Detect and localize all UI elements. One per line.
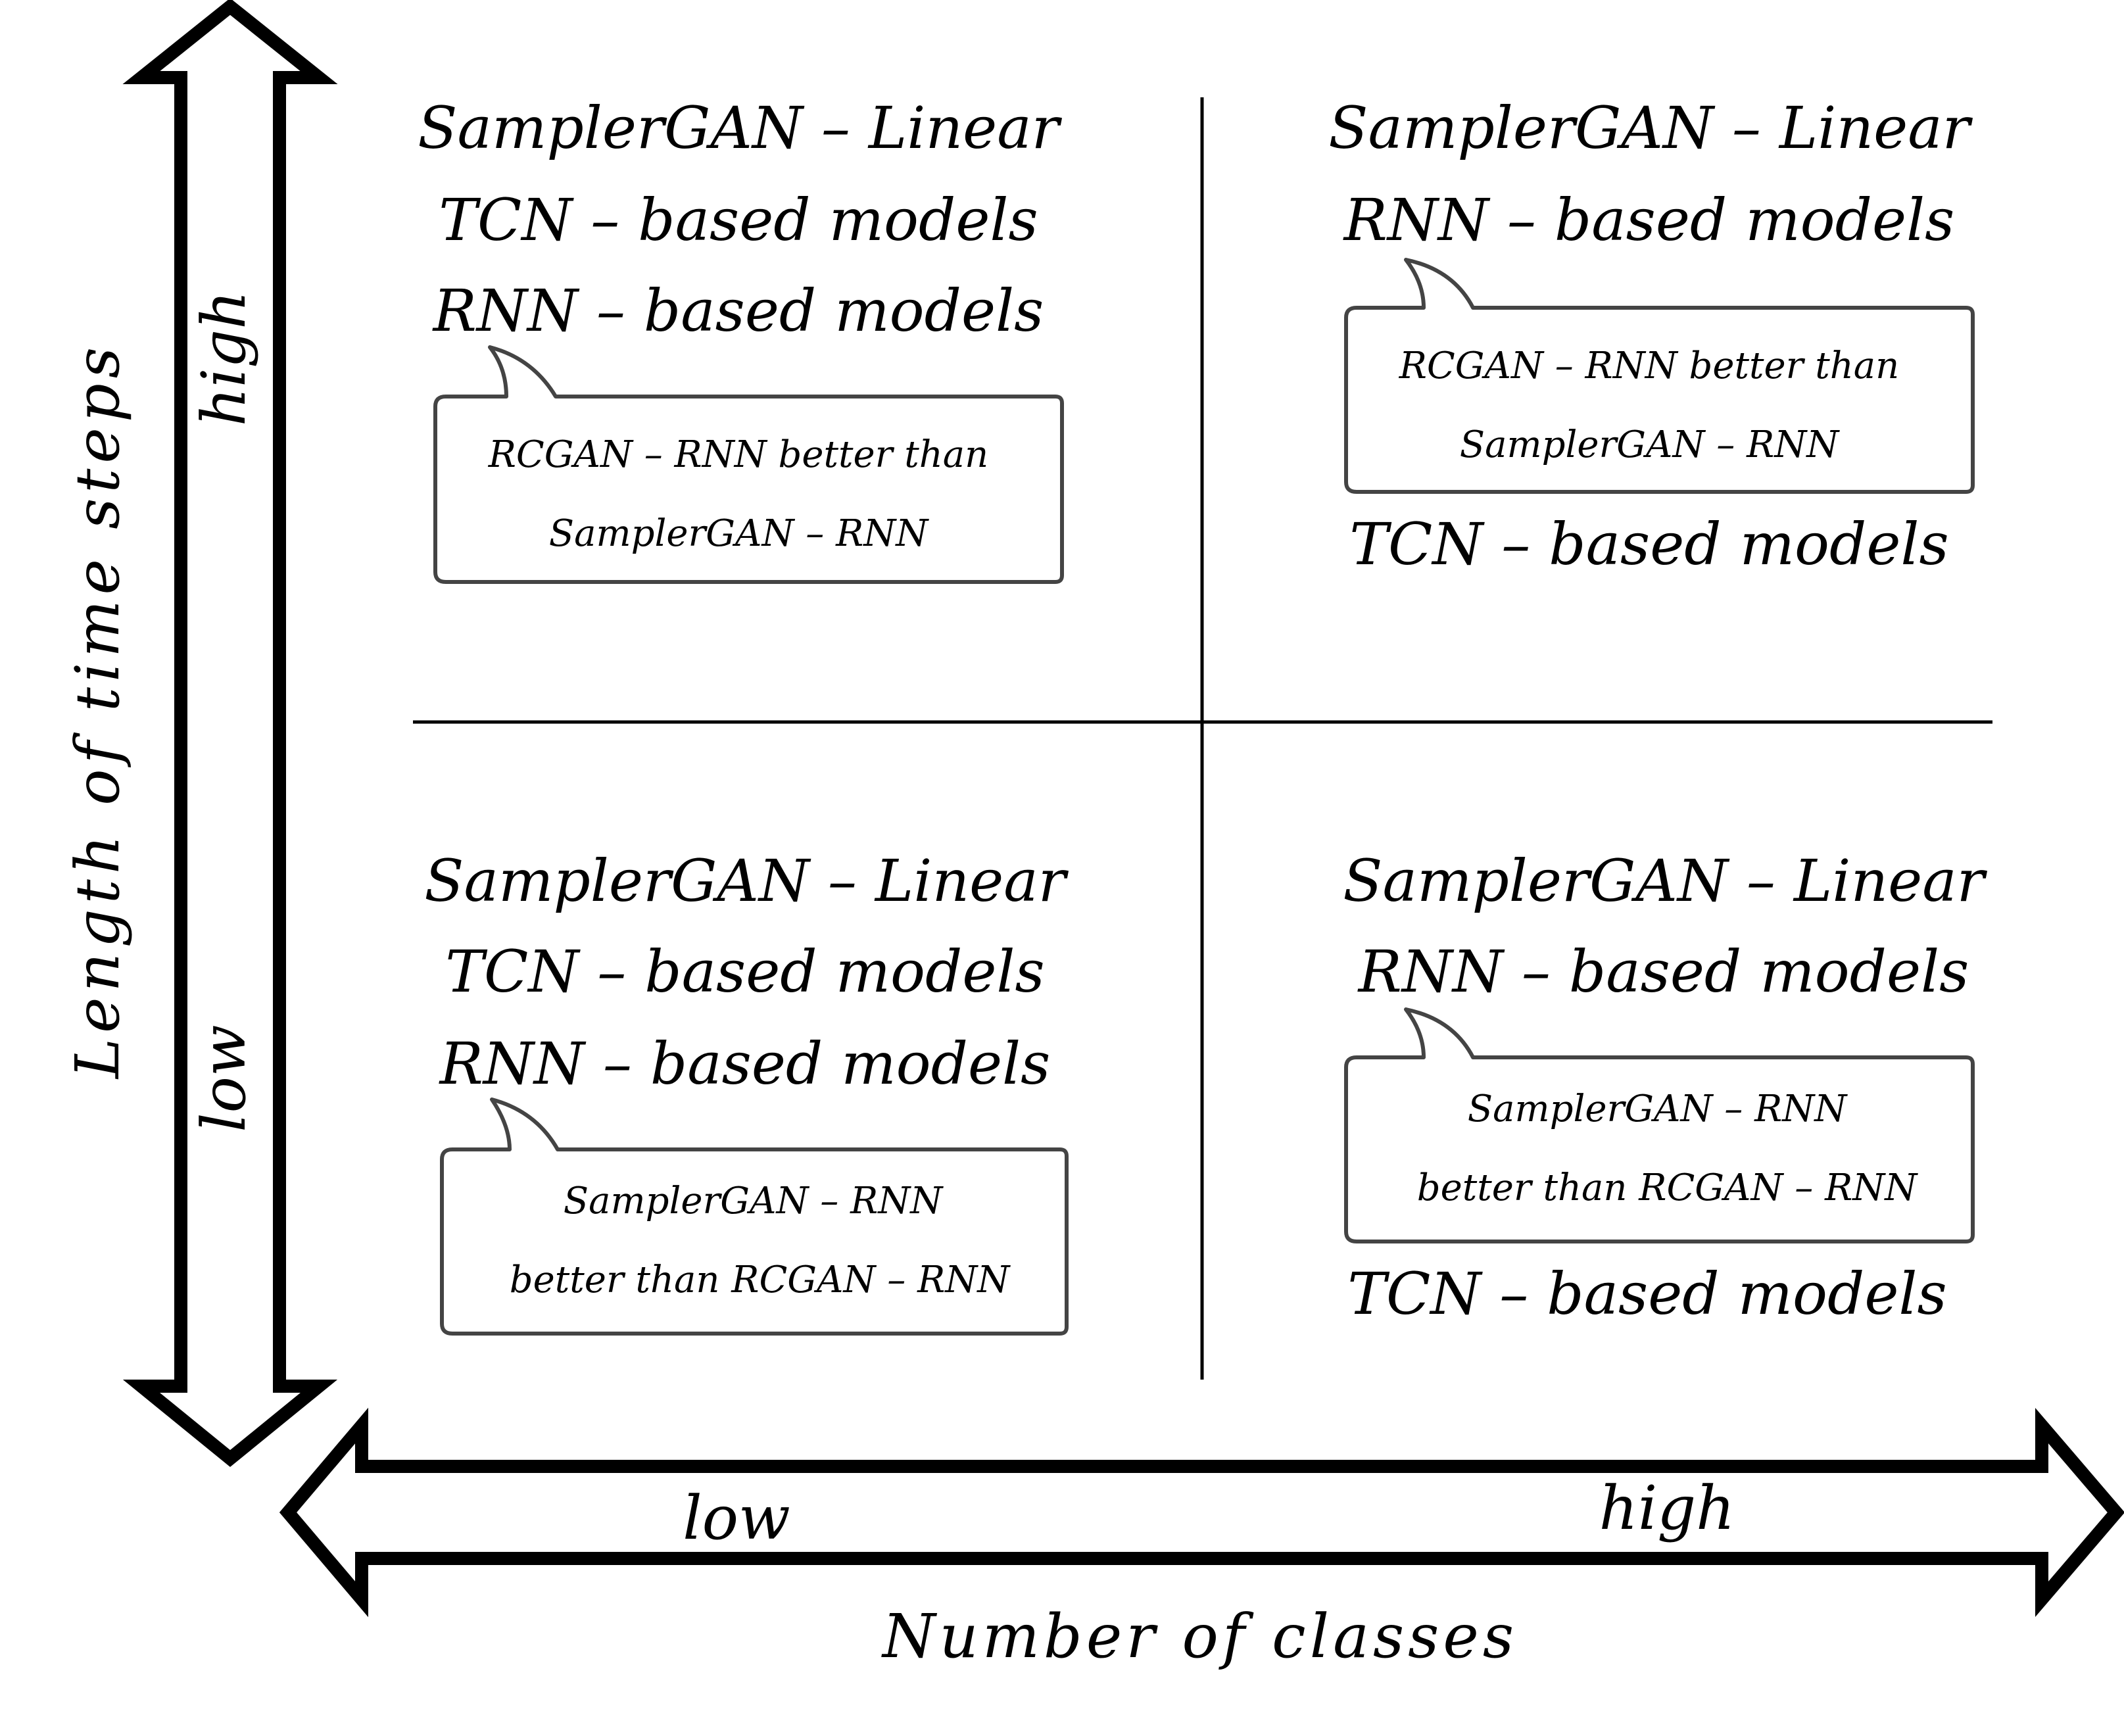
model-line: SamplerGAN – Linear	[1343, 847, 1987, 915]
bubble-text: RCGAN – RNN better than	[1399, 345, 1899, 387]
model-line: RNN – based models	[432, 277, 1044, 345]
x-axis-title: Number of classes	[881, 1601, 1518, 1672]
model-line: RNN – based models	[1343, 186, 1955, 254]
y-axis-high-label: high	[189, 291, 259, 427]
bubble-text: RCGAN – RNN better than	[488, 433, 988, 476]
model-line: TCN – based models	[1349, 510, 1948, 578]
bubble-text: SamplerGAN – RNN	[564, 1180, 944, 1222]
speech-bubble	[1344, 258, 1975, 494]
bubble-text: SamplerGAN – RNN	[1460, 423, 1840, 466]
y-axis-low-label: low	[189, 1025, 259, 1132]
model-line: RNN – based models	[439, 1030, 1051, 1097]
bubble-text: better than RCGAN – RNN	[510, 1259, 1011, 1301]
y-axis-double-arrow	[122, 0, 338, 1467]
model-line: SamplerGAN – Linear	[1328, 94, 1973, 162]
bubble-text: better than RCGAN – RNN	[1417, 1167, 1918, 1209]
speech-bubble	[433, 345, 1064, 584]
model-line: SamplerGAN – Linear	[418, 94, 1062, 162]
bubble-text: SamplerGAN – RNN	[549, 512, 929, 555]
model-line: TCN – based models	[445, 938, 1044, 1005]
x-axis-double-arrow	[279, 1407, 2124, 1618]
quadrant-top-right: SamplerGAN – Linear RNN – based models R…	[1328, 94, 1975, 578]
speech-bubble	[440, 1097, 1069, 1336]
x-axis-low-label: low	[683, 1483, 790, 1553]
speech-bubble	[1344, 1007, 1975, 1243]
model-line: RNN – based models	[1357, 938, 1969, 1005]
quadrant-bottom-left: SamplerGAN – Linear TCN – based models R…	[424, 847, 1069, 1336]
bubble-text: SamplerGAN – RNN	[1468, 1088, 1848, 1130]
x-axis-high-label: high	[1599, 1473, 1735, 1543]
quadrant-bottom-right: SamplerGAN – Linear RNN – based models S…	[1343, 847, 1987, 1328]
y-axis-title: Length of time steps	[62, 342, 133, 1080]
model-line: TCN – based models	[1347, 1260, 1946, 1328]
model-line: SamplerGAN – Linear	[424, 847, 1069, 915]
quadrant-top-left: SamplerGAN – Linear TCN – based models R…	[418, 94, 1064, 584]
model-line: TCN – based models	[439, 186, 1038, 254]
